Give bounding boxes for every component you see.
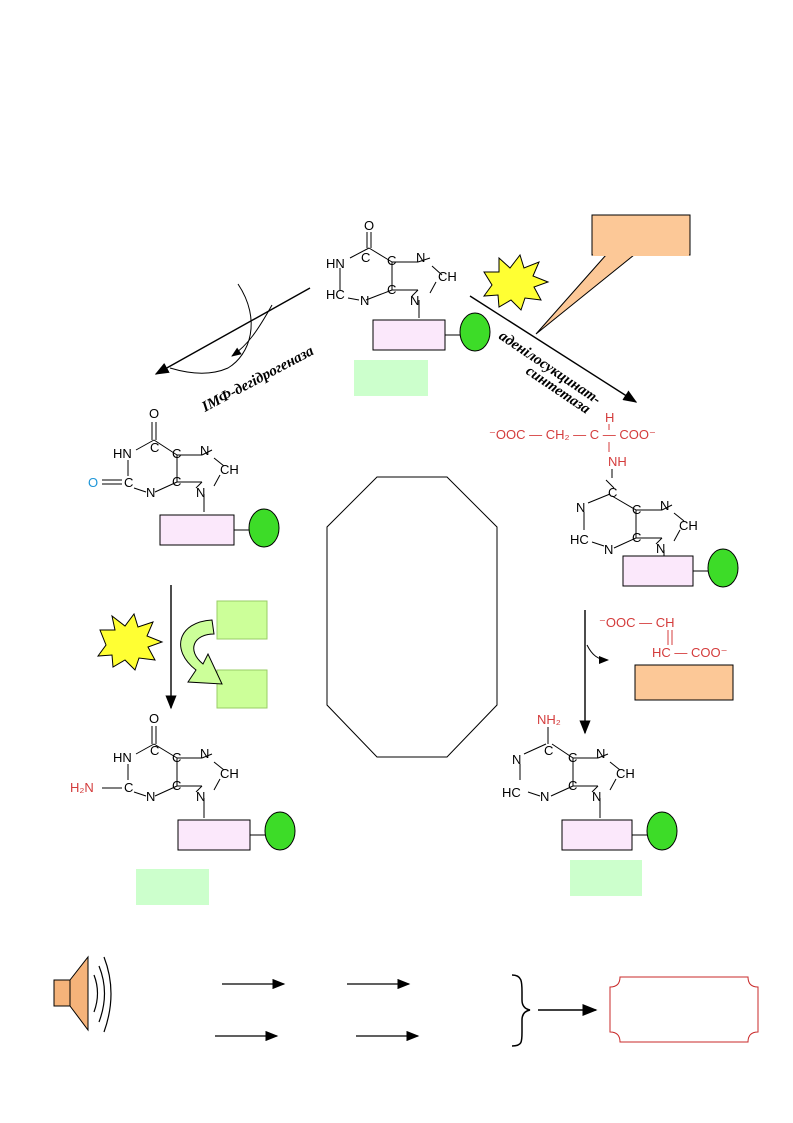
burst-top <box>482 253 550 311</box>
aspartyl-h: H <box>605 410 614 425</box>
adenylosuccinate-ring <box>583 469 685 560</box>
gmp-o: O <box>149 711 159 726</box>
fumarate-label-box <box>634 664 734 701</box>
gmp-c6: C <box>150 743 159 758</box>
enzyme-imp-dehydrogenase: ІМФ-дегідрогеназа <box>198 343 316 416</box>
xmp-o2: O <box>88 475 98 490</box>
gmp-phosphate <box>264 811 296 851</box>
imp-n7: N <box>416 250 425 265</box>
xmp-ch: CH <box>220 462 239 477</box>
as-hc: HC <box>570 532 589 547</box>
amp-label-box <box>570 860 642 896</box>
xmp-n7: N <box>200 443 209 458</box>
result-frame <box>609 976 759 1043</box>
xmp-n9: N <box>196 485 205 500</box>
imp-o: O <box>364 218 374 233</box>
imp-c5: C <box>387 253 396 268</box>
imp-hc: HC <box>326 287 345 302</box>
burst-left <box>96 612 164 671</box>
gmp-c4: C <box>172 778 181 793</box>
center-octagon <box>326 476 498 758</box>
as-ch: CH <box>679 518 698 533</box>
amp-c6: C <box>544 743 553 758</box>
gmp-n3: N <box>146 789 155 804</box>
imp-phosphate <box>459 312 491 352</box>
gmp-molecule <box>102 726 225 818</box>
aspartyl-nh: NH <box>608 454 627 469</box>
amp-hc: HC <box>502 785 521 800</box>
xmp-atoms: O HN C C N CH O C N C N <box>88 406 239 500</box>
xmp-phosphate <box>248 508 280 548</box>
gmp-n7: N <box>200 746 209 761</box>
imp-atoms: O HN C C N CH HC N C N <box>326 218 457 308</box>
xmp-molecule <box>102 422 225 512</box>
as-c6: C <box>608 485 617 500</box>
adenylosuccinate-substituent: ⁻OOC — CH₂ — C — COO⁻ H NH <box>489 410 656 469</box>
amp-ribose-box <box>561 819 633 851</box>
imp-ch: CH <box>438 269 457 284</box>
gmp-h2n: H₂N <box>70 780 94 795</box>
as-n9: N <box>656 541 665 556</box>
xmp-ribose-box <box>159 514 235 546</box>
gmp-label-box <box>136 869 209 905</box>
imp-n9: N <box>410 293 419 308</box>
fumarate-top: ⁻OOC — CH <box>599 615 674 630</box>
as-c5: C <box>632 502 641 517</box>
amp-nh2: NH₂ <box>537 712 561 727</box>
cofactor-box-top <box>216 600 268 640</box>
gmp-atoms: O HN C C N CH H₂N C N C N <box>70 711 239 804</box>
curly-brace <box>511 974 531 1047</box>
as-n1: N <box>576 500 585 515</box>
adenylosuccinate-atoms: C N C N CH HC N C N <box>570 485 698 557</box>
callout-pointer <box>535 254 636 335</box>
amp-c4: C <box>568 778 577 793</box>
imp-ribose-box <box>372 319 446 351</box>
gmp-ribose-box <box>177 819 251 851</box>
amp-n3: N <box>540 789 549 804</box>
xmp-c4: C <box>172 474 181 489</box>
amp-molecule <box>519 727 621 818</box>
amp-c5: C <box>568 750 577 765</box>
imp-c4: C <box>387 282 396 297</box>
cofactor-box-bottom <box>216 669 268 709</box>
side-curve-2 <box>231 304 273 357</box>
fumarate: ⁻OOC — CH HC — COO⁻ <box>599 615 727 660</box>
as-phosphate <box>707 548 739 588</box>
xmp-hn: HN <box>113 446 132 461</box>
amp-n9: N <box>592 789 601 804</box>
as-ribose-box <box>622 555 694 587</box>
amp-n1: N <box>512 752 521 767</box>
xmp-c2: C <box>124 475 133 490</box>
amp-n7: N <box>596 746 605 761</box>
imp-label-box <box>354 360 428 396</box>
side-curve-1 <box>169 283 252 374</box>
gmp-c2: C <box>124 780 133 795</box>
as-c4: C <box>632 530 641 545</box>
aspartyl-chain: ⁻OOC — CH₂ — C — COO⁻ <box>489 427 656 442</box>
gmp-n9: N <box>196 789 205 804</box>
imp-hn: HN <box>326 256 345 271</box>
xmp-c5: C <box>172 446 181 461</box>
xmp-n3: N <box>146 485 155 500</box>
gmp-ch: CH <box>220 766 239 781</box>
amp-phosphate <box>646 811 678 851</box>
amp-ch: CH <box>616 766 635 781</box>
enzyme-adenylosuccinate-1: аденілосукцинат- <box>496 328 604 408</box>
speaker-icon[interactable] <box>53 955 112 1033</box>
gmp-hn: HN <box>113 750 132 765</box>
curved-arrow <box>180 619 223 685</box>
as-n7: N <box>660 498 669 513</box>
fumarate-release-arrow <box>586 644 609 664</box>
imp-c2: C <box>361 250 370 265</box>
as-n3: N <box>604 542 613 557</box>
xmp-o: O <box>149 406 159 421</box>
callout-box <box>591 214 691 256</box>
amp-atoms: NH₂ C N C N CH HC N C N <box>502 712 635 804</box>
imp-n3: N <box>360 293 369 308</box>
fumarate-bottom: HC — COO⁻ <box>652 645 727 660</box>
imp-molecule <box>339 232 443 318</box>
xmp-c6: C <box>150 440 159 455</box>
gmp-c5: C <box>172 750 181 765</box>
